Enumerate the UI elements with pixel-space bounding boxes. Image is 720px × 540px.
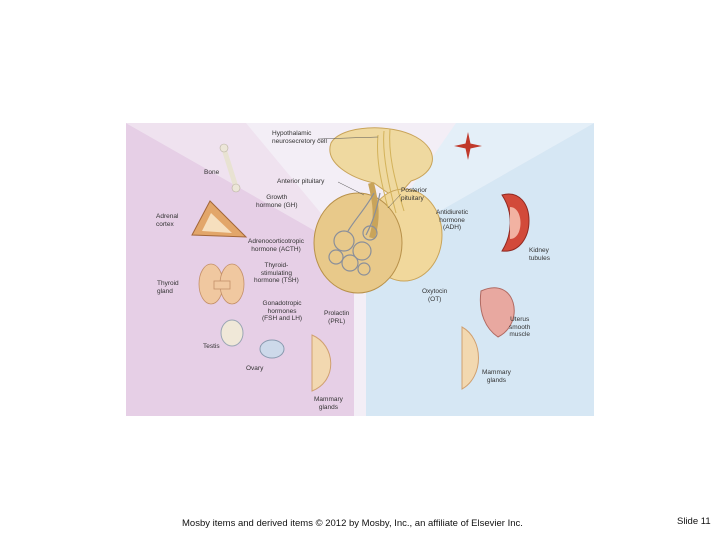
label-tsh: Thyroid- stimulating hormone (TSH) xyxy=(254,262,299,284)
label-adrenal-cortex: Adrenal cortex xyxy=(156,213,179,228)
label-bone: Bone xyxy=(204,169,220,176)
label-kidney-tubules: Kidney tubules xyxy=(529,247,550,262)
pituitary-gland xyxy=(313,127,443,294)
label-oxytocin: Oxytocin (OT) xyxy=(422,288,448,303)
ovary-illustration xyxy=(259,339,285,359)
label-gonadotropic-hormones: Gonadotropic hormones (FSH and LH) xyxy=(262,300,303,322)
figure-artwork xyxy=(126,123,594,416)
label-posterior-pituitary: Posterior pituitary xyxy=(401,187,428,202)
pituitary-hormones-figure: Hypothalamic neurosecretory cell Bone An… xyxy=(126,123,594,416)
label-prolactin: Prolactin (PRL) xyxy=(324,310,350,325)
footer-credit: Mosby items and derived items © 2012 by … xyxy=(182,518,523,529)
portal-vessels xyxy=(328,192,381,276)
bone-illustration xyxy=(219,143,241,193)
label-anterior-pituitary: Anterior pituitary xyxy=(277,178,325,185)
label-acth: Adrenocorticotropic hormone (ACTH) xyxy=(248,238,304,253)
mammary-glands-right-illustration xyxy=(461,326,479,390)
mammary-glands-left-illustration xyxy=(311,334,332,392)
label-mammary-glands-right: Mammary glands xyxy=(482,369,511,384)
posterior-target-fan xyxy=(366,123,594,416)
label-ovary: Ovary xyxy=(246,365,264,372)
testis-illustration xyxy=(220,319,244,347)
kidney-illustration xyxy=(501,193,530,252)
label-uterus-smooth-muscle: Uterus smooth muscle xyxy=(509,316,531,338)
leader-lines xyxy=(317,136,402,209)
label-hypothalamic-neurosecretory-cell: Hypothalamic neurosecretory cell xyxy=(272,130,327,145)
neurosecretory-axons xyxy=(377,128,405,214)
label-growth-hormone: Growth hormone (GH) xyxy=(256,194,298,209)
slide-number: Slide 11 xyxy=(677,516,711,527)
label-adh: Antidiuretic hormone (ADH) xyxy=(436,209,469,231)
thyroid-gland-illustration xyxy=(198,263,245,305)
label-testis: Testis xyxy=(203,343,220,350)
uterus-illustration xyxy=(479,287,515,338)
compass-rose-icon xyxy=(454,132,482,160)
label-mammary-glands-left: Mammary glands xyxy=(314,396,343,411)
label-thyroid-gland: Thyroid gland xyxy=(157,280,179,295)
